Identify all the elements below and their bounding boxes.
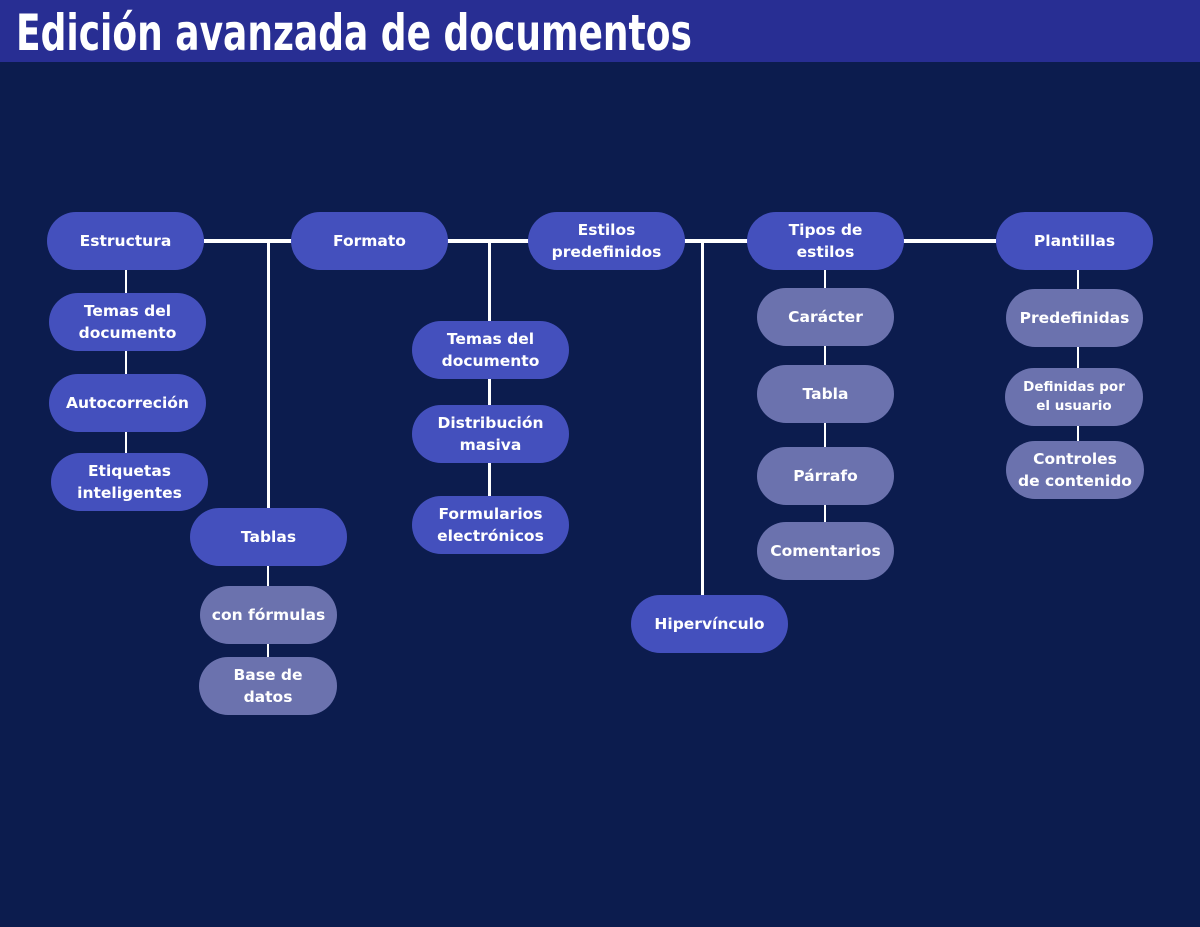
node-distribucion-masiva[interactable]: Distribución masiva — [412, 405, 569, 463]
connector-estructura-vertical — [125, 270, 127, 460]
header-bar: Edición avanzada de documentos — [0, 0, 1200, 62]
page-title: Edición avanzada de documentos — [16, 4, 692, 62]
node-tablas[interactable]: Tablas — [190, 508, 347, 566]
node-formularios-electronicos[interactable]: Formularios electrónicos — [412, 496, 569, 554]
node-con-formulas[interactable]: con fórmulas — [200, 586, 337, 644]
node-tipos-de-estilos[interactable]: Tipos de estilos — [747, 212, 904, 270]
connector-tablas-vertical — [267, 241, 270, 509]
node-definidas-por-el-usuario[interactable]: Definidas por el usuario — [1005, 368, 1143, 426]
node-base-de-datos[interactable]: Base de datos — [199, 657, 337, 715]
node-autocorrecion[interactable]: Autocorreción — [49, 374, 206, 432]
node-estructura[interactable]: Estructura — [47, 212, 204, 270]
node-parrafo[interactable]: Párrafo — [757, 447, 894, 505]
connector-hipervinculo-vertical — [701, 241, 704, 597]
node-plantillas[interactable]: Plantillas — [996, 212, 1153, 270]
node-comentarios[interactable]: Comentarios — [757, 522, 894, 580]
node-hipervinculo[interactable]: Hipervínculo — [631, 595, 788, 653]
node-tabla[interactable]: Tabla — [757, 365, 894, 423]
node-formato[interactable]: Formato — [291, 212, 448, 270]
node-caracter[interactable]: Carácter — [757, 288, 894, 346]
node-temas-del-documento-formato[interactable]: Temas del documento — [412, 321, 569, 379]
node-predefinidas[interactable]: Predefinidas — [1006, 289, 1143, 347]
node-estilos-predefinidos[interactable]: Estilos predefinidos — [528, 212, 685, 270]
node-temas-del-documento-estructura[interactable]: Temas del documento — [49, 293, 206, 351]
node-controles-de-contenido[interactable]: Controles de contenido — [1006, 441, 1144, 499]
node-etiquetas-inteligentes[interactable]: Etiquetas inteligentes — [51, 453, 208, 511]
connector-plantillas-vertical — [1077, 270, 1079, 444]
